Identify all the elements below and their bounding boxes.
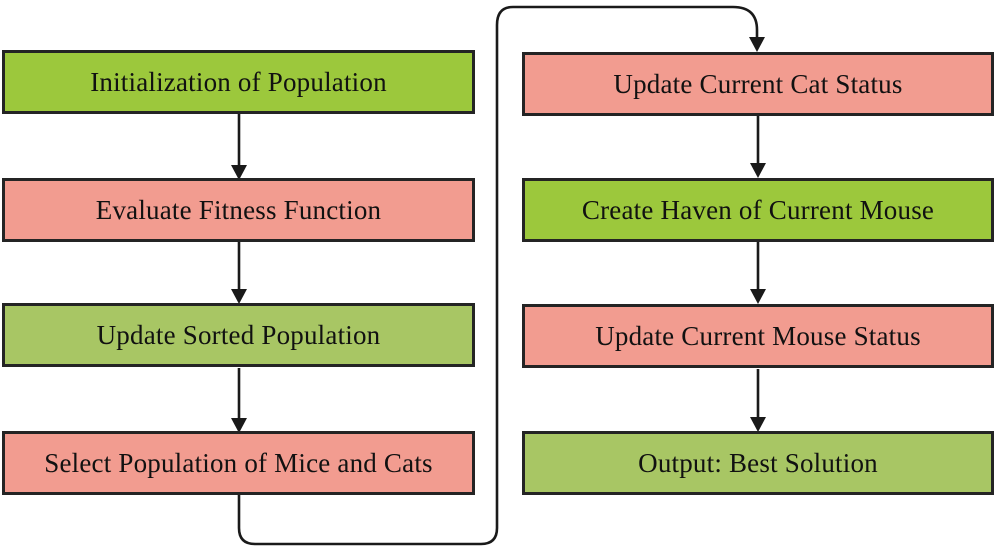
arrowhead-cat-to-haven: [750, 163, 766, 178]
arrowhead-loop-to-cat-status: [749, 37, 765, 52]
node-label: Select Population of Mice and Cats: [44, 447, 433, 478]
node-label: Initialization of Population: [90, 66, 387, 97]
node-label: Output: Best Solution: [638, 447, 878, 478]
arrowhead-mouse-to-output: [750, 417, 766, 432]
node-output-best-solution: Output: Best Solution: [522, 431, 994, 495]
node-update-current-mouse-status: Update Current Mouse Status: [522, 304, 994, 368]
node-label: Evaluate Fitness Function: [95, 194, 382, 225]
node-update-current-cat-status: Update Current Cat Status: [522, 52, 994, 116]
node-evaluate-fitness-function: Evaluate Fitness Function: [2, 178, 475, 242]
arrowhead-evaluate-to-sorted: [231, 289, 247, 304]
node-label: Update Current Cat Status: [613, 68, 903, 99]
arrowhead-haven-to-mouse: [750, 289, 766, 304]
node-select-population-of-mice-and-cats: Select Population of Mice and Cats: [2, 431, 475, 495]
node-initialization-of-population: Initialization of Population: [2, 50, 475, 114]
node-update-sorted-population: Update Sorted Population: [2, 303, 475, 367]
node-label: Create Haven of Current Mouse: [581, 194, 935, 225]
node-label: Update Sorted Population: [96, 319, 381, 350]
node-create-haven-of-current-mouse: Create Haven of Current Mouse: [522, 178, 994, 242]
node-label: Update Current Mouse Status: [595, 320, 921, 351]
